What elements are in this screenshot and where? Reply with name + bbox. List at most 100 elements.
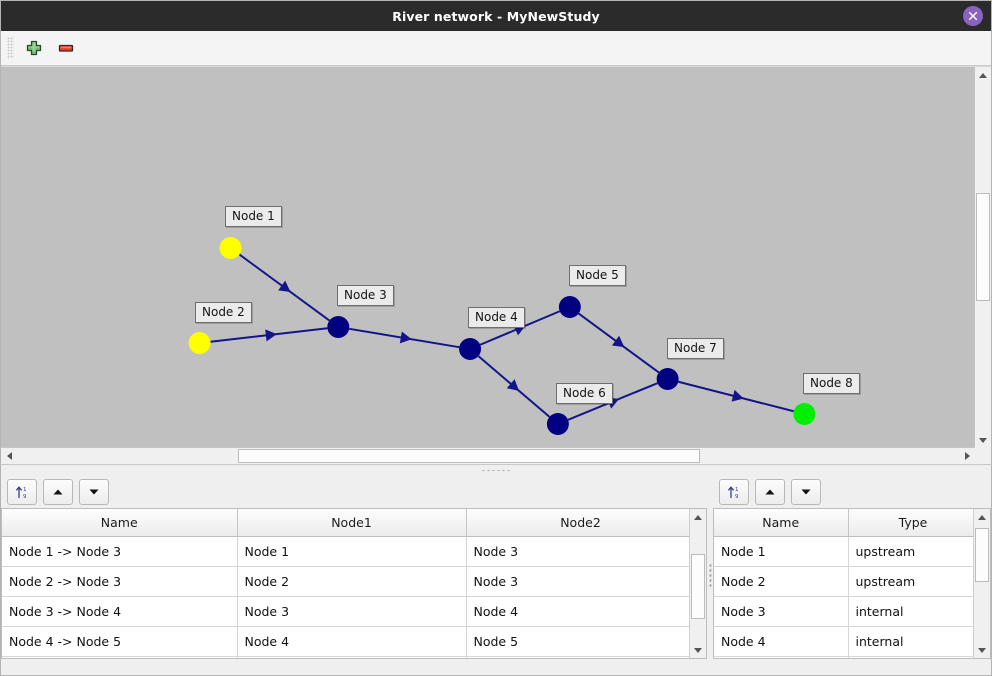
table-cell[interactable]: Node 2 — [237, 566, 467, 597]
reaches-vertical-scroll-thumb[interactable] — [691, 554, 705, 619]
graph-node[interactable] — [219, 237, 242, 259]
table-cell[interactable]: upstream — [848, 566, 973, 597]
graph-node[interactable] — [558, 296, 581, 318]
graph-node[interactable] — [459, 338, 482, 360]
column-header[interactable]: Node1 — [237, 509, 467, 537]
nodes-vertical-scrollbar[interactable] — [973, 509, 990, 658]
network-graph-pane[interactable]: Node 1 Node 2 Node 3 Node 4 Node 5 Node 6 Node… — [1, 66, 991, 464]
column-header[interactable]: Type — [848, 509, 973, 537]
reaches-sort-button[interactable]: 1 9 — [7, 479, 37, 505]
graph-node-label[interactable]: Node 5 — [569, 265, 626, 286]
remove-node-button[interactable] — [51, 34, 81, 62]
graph-vertical-scroll-thumb[interactable] — [976, 193, 990, 301]
add-node-button[interactable] — [19, 34, 49, 62]
nodes-scroll-up-button[interactable] — [974, 509, 990, 525]
graph-scroll-right-button[interactable] — [959, 448, 975, 464]
graph-scroll-left-button[interactable] — [1, 448, 17, 464]
svg-text:9: 9 — [23, 494, 27, 500]
title-bar: River network - MyNewStudy — [1, 1, 991, 31]
table-cell[interactable] — [714, 656, 849, 658]
graph-horizontal-scroll-thumb[interactable] — [238, 449, 700, 463]
plus-icon — [26, 40, 42, 56]
table-cell[interactable]: Node 3 -> Node 4 — [2, 596, 238, 627]
column-header[interactable]: Name — [714, 509, 849, 537]
table-cell[interactable] — [237, 656, 467, 658]
vertical-splitter[interactable] — [707, 476, 713, 675]
table-cell[interactable]: upstream — [848, 536, 973, 567]
graph-node-label[interactable]: Node 7 — [667, 338, 724, 359]
graph-node[interactable] — [793, 403, 816, 425]
node-layer — [188, 237, 816, 435]
reaches-move-down-button[interactable] — [79, 479, 109, 505]
table-cell[interactable]: Node 4 — [714, 626, 849, 657]
table-cell[interactable]: Node 1 — [714, 536, 849, 567]
reaches-vertical-scrollbar[interactable] — [689, 509, 706, 658]
reaches-move-up-button[interactable] — [43, 479, 73, 505]
graph-node[interactable] — [188, 332, 211, 354]
table-cell[interactable]: Node 3 — [466, 536, 689, 567]
nodes-scroll-down-button[interactable] — [974, 642, 990, 658]
reaches-scroll-up-button[interactable] — [690, 509, 706, 525]
graph-node-label[interactable]: Node 8 — [803, 373, 860, 394]
graph-node[interactable] — [656, 368, 679, 390]
table-cell[interactable]: Node 4 -> Node 5 — [2, 626, 238, 657]
table-cell[interactable]: internal — [848, 626, 973, 657]
table-cell[interactable]: Node 1 -> Node 3 — [2, 536, 238, 567]
table-cell[interactable]: Node 5 — [466, 626, 689, 657]
triangle-down-icon — [978, 647, 986, 653]
nodes-sort-button[interactable]: 1 9 — [719, 479, 749, 505]
table-cell[interactable]: Node 2 — [714, 566, 849, 597]
graph-node[interactable] — [546, 413, 569, 435]
toolbar-drag-handle[interactable] — [7, 37, 14, 59]
table-cell[interactable] — [466, 656, 689, 658]
table-cell[interactable]: Node 3 — [466, 566, 689, 597]
graph-node-label[interactable]: Node 6 — [556, 383, 613, 404]
table-row[interactable] — [714, 656, 973, 658]
arrow-down-icon — [89, 489, 99, 495]
graph-scroll-down-button[interactable] — [975, 432, 991, 448]
table-cell[interactable]: Node 4 — [466, 596, 689, 627]
column-header[interactable]: Name — [2, 509, 238, 537]
edge-arrow-icon — [731, 389, 744, 402]
table-cell[interactable]: Node 3 — [714, 596, 849, 627]
graph-scroll-up-button[interactable] — [975, 67, 991, 83]
nodes-move-down-button[interactable] — [791, 479, 821, 505]
graph-node-label[interactable]: Node 4 — [468, 307, 525, 328]
table-cell[interactable]: internal — [848, 596, 973, 627]
graph-node-label[interactable]: Node 2 — [195, 302, 252, 323]
graph-node-label[interactable]: Node 3 — [337, 285, 394, 306]
graph-horizontal-scrollbar[interactable] — [1, 447, 975, 464]
table-cell[interactable]: Node 4 — [237, 626, 467, 657]
table-cell[interactable]: Node 3 — [237, 596, 467, 627]
table-cell[interactable]: Node 2 -> Node 3 — [2, 566, 238, 597]
table-row[interactable] — [2, 656, 689, 658]
table-cell[interactable] — [848, 656, 973, 658]
column-header[interactable]: Node2 — [466, 509, 689, 537]
nodes-vertical-scroll-thumb[interactable] — [975, 528, 989, 582]
table-cell[interactable]: Node 1 — [237, 536, 467, 567]
graph-vertical-scrollbar[interactable] — [974, 67, 991, 448]
graph-node-label[interactable]: Node 1 — [225, 206, 282, 227]
horizontal-splitter[interactable] — [1, 464, 991, 476]
graph-node[interactable] — [327, 316, 350, 338]
close-button[interactable] — [963, 6, 983, 26]
network-graph-canvas[interactable] — [1, 67, 991, 464]
reaches-scroll-down-button[interactable] — [690, 642, 706, 658]
nodes-move-up-button[interactable] — [755, 479, 785, 505]
table-cell[interactable] — [2, 656, 238, 658]
